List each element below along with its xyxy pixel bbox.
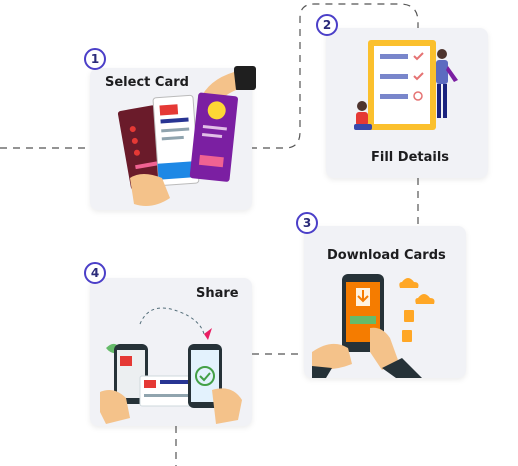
step-badge-2: 2 (316, 14, 338, 36)
step-badge-3: 3 (296, 212, 318, 234)
hand-holding-cards-icon (117, 66, 256, 206)
step-badge-4: 4 (84, 262, 106, 284)
checklist-board-icon (354, 40, 458, 130)
phone-share-icon (100, 307, 242, 424)
phone-download-icon (312, 274, 435, 378)
step-badge-1: 1 (84, 48, 106, 70)
step-title-download: Download Cards (327, 248, 446, 263)
step-title-share: Share (196, 286, 239, 301)
step-title-select: Select Card (105, 75, 189, 90)
step-title-fill: Fill Details (371, 150, 450, 165)
